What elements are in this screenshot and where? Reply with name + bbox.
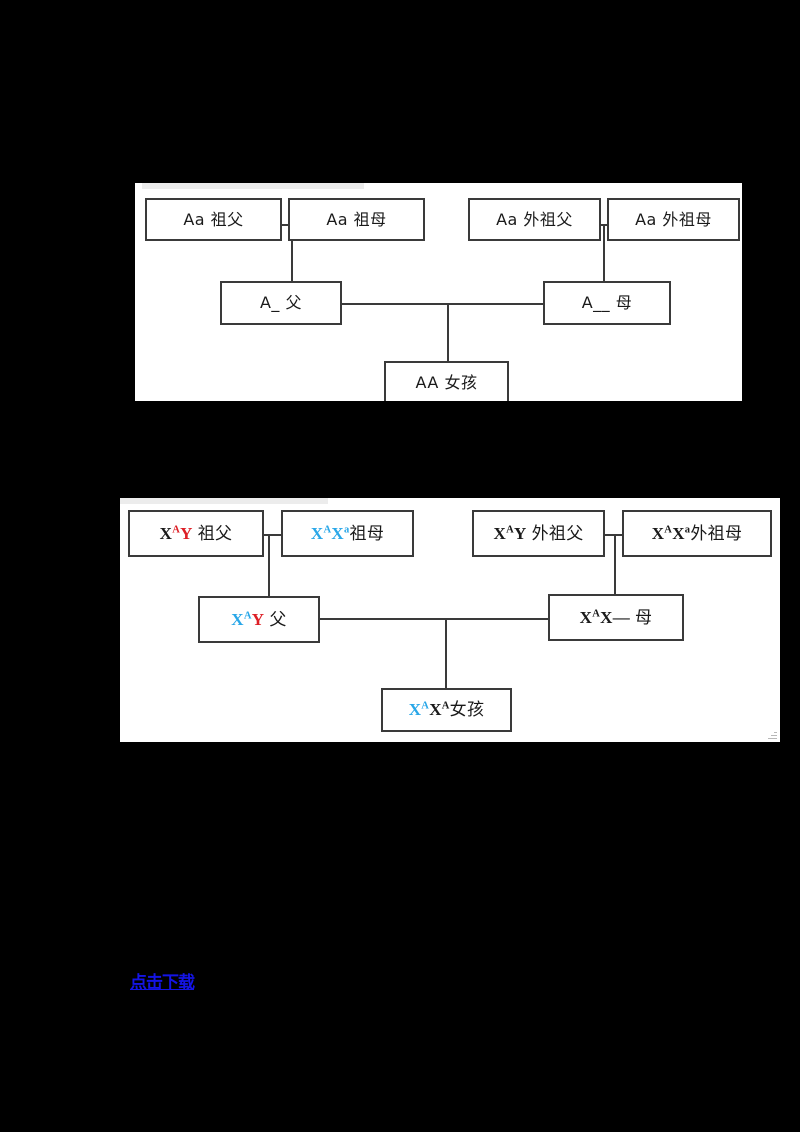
kin-label: 祖父	[197, 523, 233, 544]
node-label: XAXa祖母	[310, 523, 385, 544]
kin-label: 女孩	[449, 700, 485, 720]
kin-label: 父	[269, 609, 287, 630]
node-paternal-grandfather[interactable]: Aa 祖父	[145, 198, 282, 241]
genotype-symbol: Y	[180, 523, 193, 543]
connector-parents-marriage	[340, 303, 545, 305]
connector-parents-marriage	[318, 618, 550, 620]
footer-download-link[interactable]: 点击下载	[130, 973, 195, 993]
panel-resize-grip[interactable]	[768, 730, 777, 739]
connector-maternal-couple	[597, 534, 629, 536]
node-father[interactable]: XAY 父	[198, 596, 320, 643]
connector-maternal-drop	[614, 534, 616, 600]
connector-child-drop	[447, 303, 449, 363]
panel-top-strip	[142, 183, 364, 189]
node-label: XAXA女孩	[409, 701, 485, 719]
connector-paternal-drop	[268, 534, 270, 600]
node-paternal-grandfather[interactable]: XAY 祖父	[128, 510, 264, 557]
genotype-symbol: XAX—	[579, 607, 631, 627]
genotype-symbol: XAXa	[651, 523, 691, 543]
connector-paternal-drop	[291, 224, 293, 304]
node-daughter[interactable]: XAXA女孩	[381, 688, 512, 732]
connector-maternal-drop	[603, 224, 605, 304]
genotype-symbol: XA	[159, 523, 181, 543]
node-label: Aa 祖父	[183, 209, 244, 229]
connector-maternal-couple	[590, 224, 622, 226]
panel-top-strip	[120, 498, 328, 504]
node-label: Aa 外祖父	[496, 209, 573, 229]
node-paternal-grandmother[interactable]: XAXa祖母	[281, 510, 414, 557]
node-maternal-grandmother[interactable]: Aa 外祖母	[607, 198, 740, 241]
genotype-symbol: Y	[251, 609, 265, 629]
genotype-symbol: XA	[429, 700, 450, 719]
node-mother[interactable]: XAX— 母	[548, 594, 684, 641]
node-label: XAXa外祖母	[651, 523, 743, 544]
kin-label: 祖母	[349, 523, 385, 544]
node-label: XAY 祖父	[159, 523, 233, 544]
kin-label: 外祖母	[690, 523, 743, 544]
kin-label: 外祖父	[531, 523, 584, 544]
node-label: XAX— 母	[579, 607, 653, 628]
node-maternal-grandfather[interactable]: Aa 外祖父	[468, 198, 601, 241]
node-label: A_ 父	[259, 293, 303, 312]
pedigree-diagram-1-panel: Aa 祖父 Aa 祖母 Aa 外祖父 Aa 外祖母 A_ 父 A__ 母 AA …	[135, 183, 742, 401]
node-maternal-grandfather[interactable]: XAY 外祖父	[472, 510, 605, 557]
kin-label: 母	[635, 607, 653, 628]
pedigree-diagram-2-panel: XAY 祖父 XAXa祖母 XAY 外祖父 XAXa外祖母 XAY 父	[120, 498, 780, 742]
node-label: Aa 祖母	[326, 209, 387, 229]
node-father[interactable]: A_ 父	[220, 281, 342, 325]
node-daughter[interactable]: AA 女孩	[384, 361, 509, 401]
node-label: Aa 外祖母	[635, 209, 712, 229]
connector-child-drop	[445, 618, 447, 690]
node-mother[interactable]: A__ 母	[543, 281, 671, 325]
node-paternal-grandmother[interactable]: Aa 祖母	[288, 198, 425, 241]
node-label: XAY 外祖父	[493, 523, 584, 544]
genotype-symbol: XAY	[493, 523, 527, 543]
node-label: AA 女孩	[415, 373, 478, 392]
node-label: XAY 父	[231, 609, 287, 630]
node-label: A__ 母	[581, 293, 633, 312]
genotype-symbol: XA	[408, 700, 430, 719]
genotype-symbol: XA	[231, 609, 252, 629]
node-maternal-grandmother[interactable]: XAXa外祖母	[622, 510, 772, 557]
genotype-symbol: XAXa	[310, 523, 350, 543]
